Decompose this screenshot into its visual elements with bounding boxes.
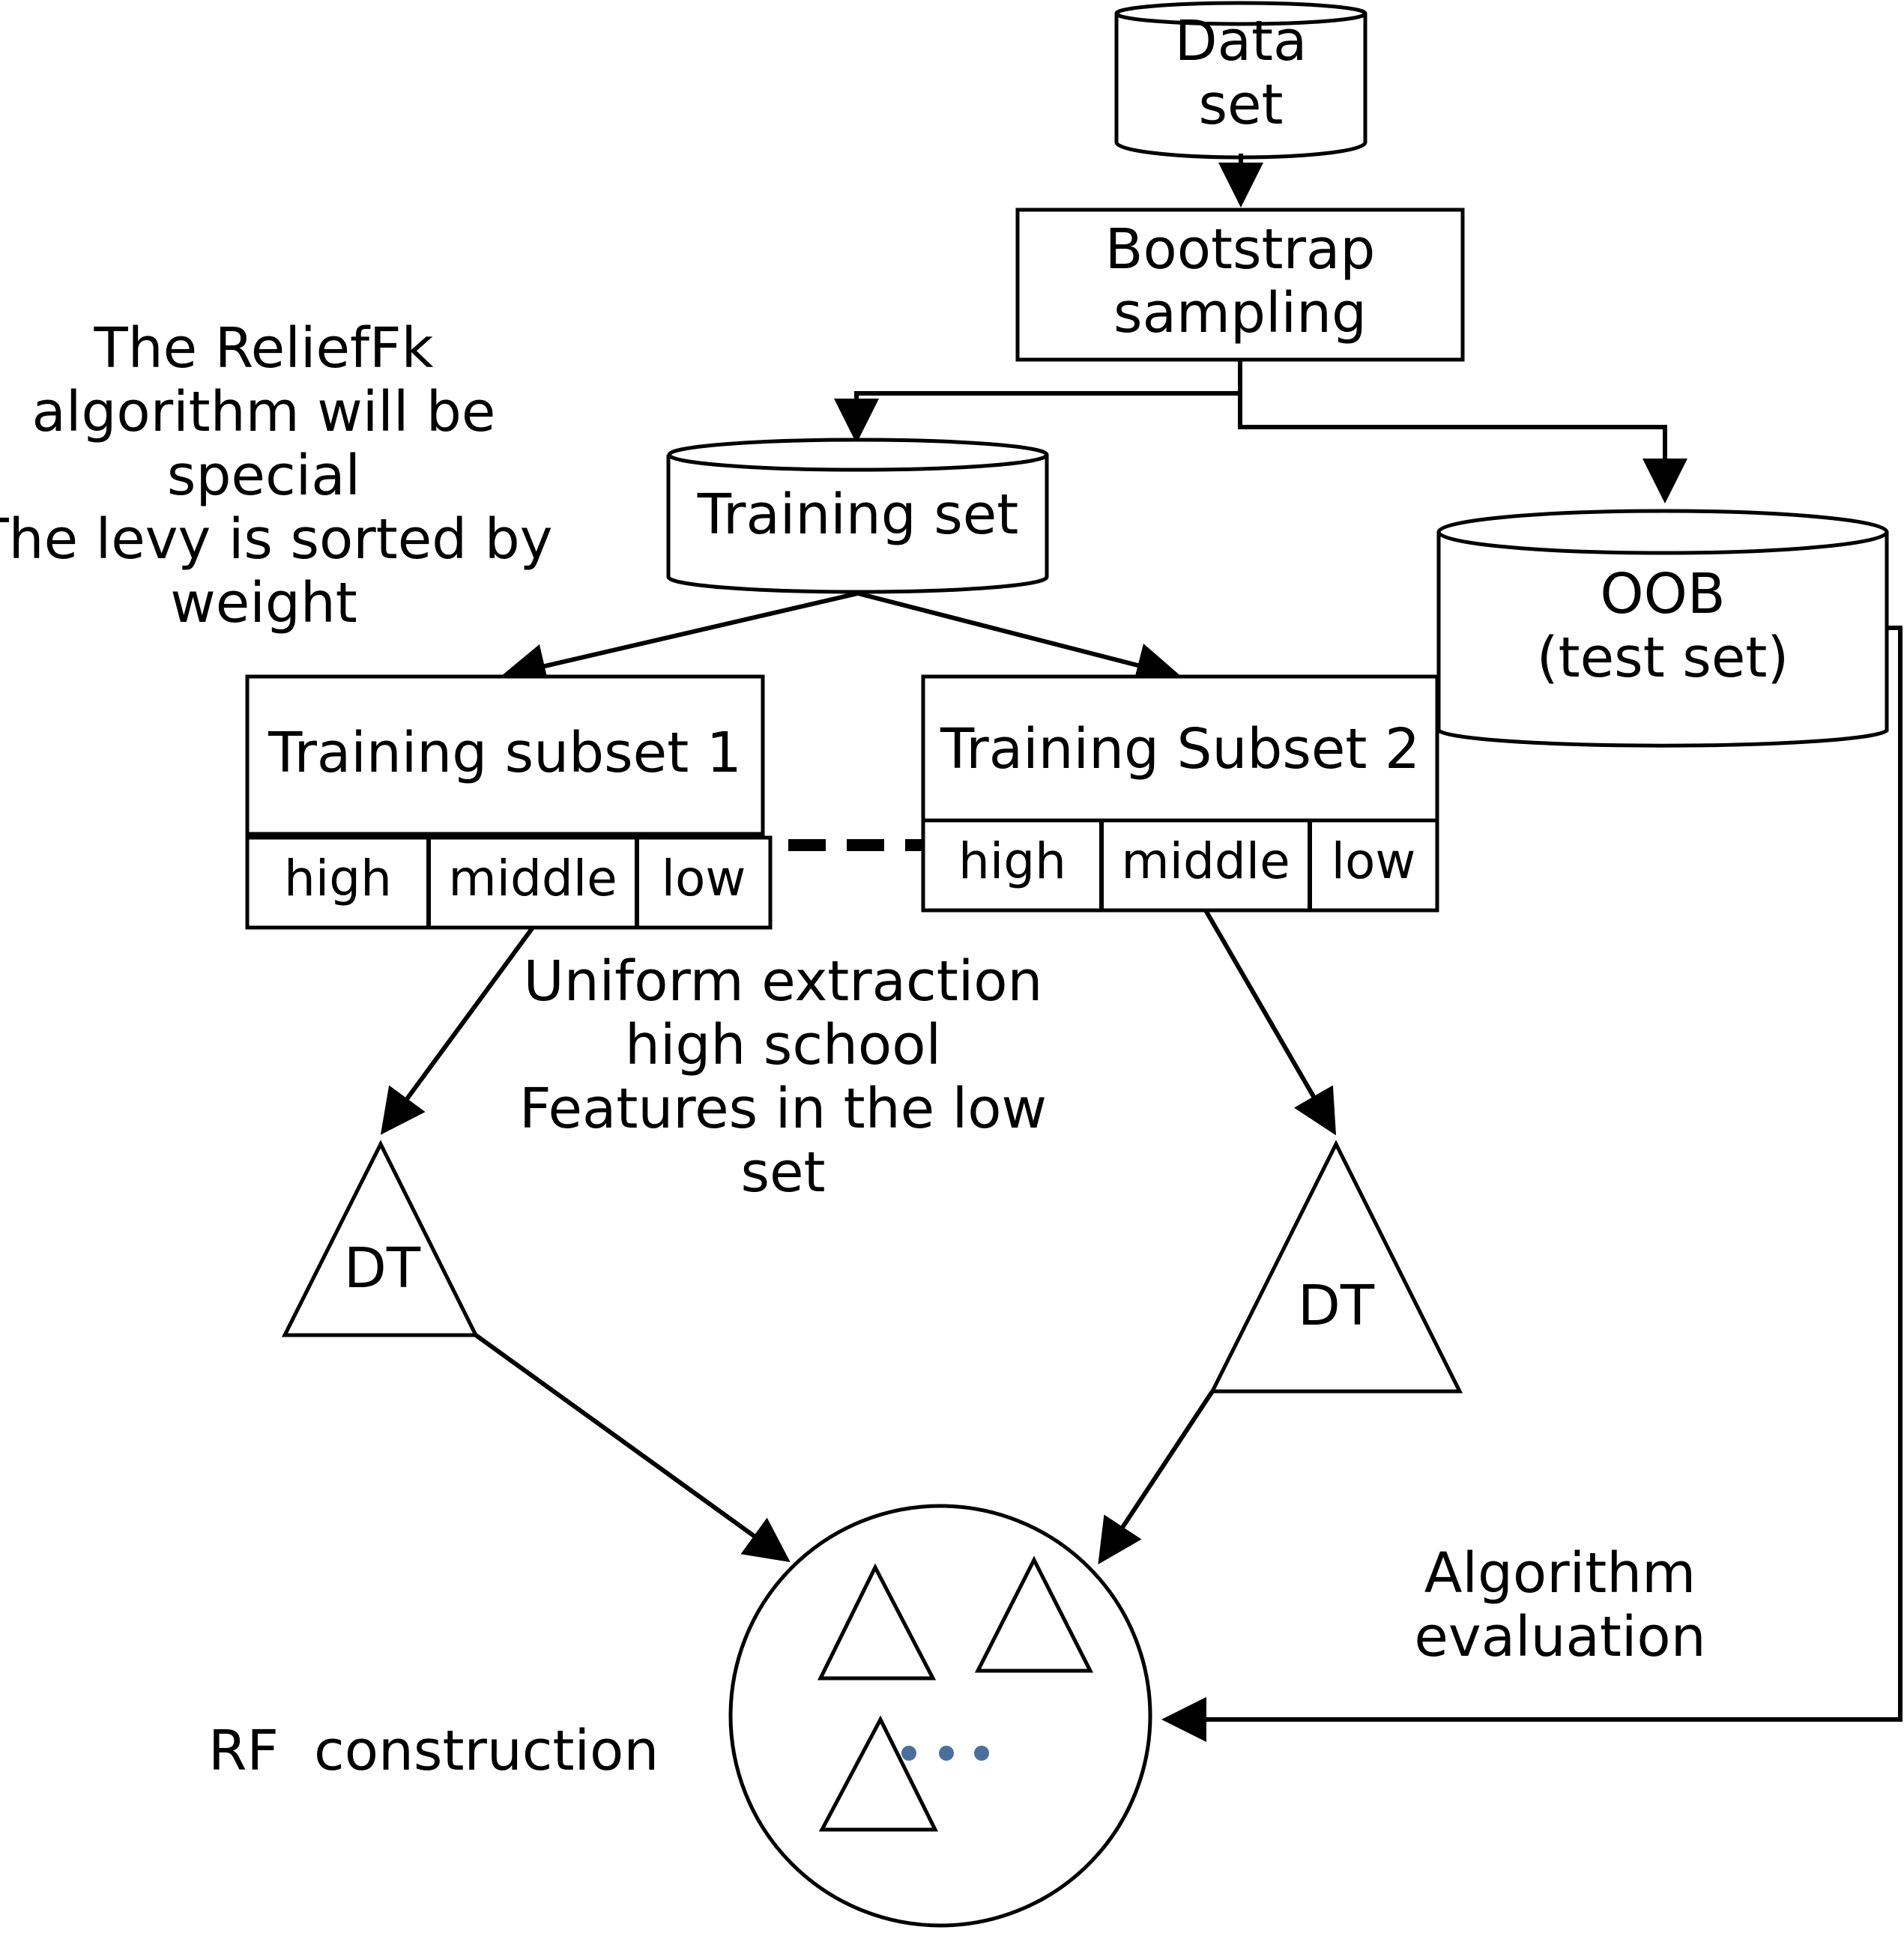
subset1-title: Training subset 1 [268, 721, 742, 785]
dt-left-label: DT [344, 1236, 421, 1301]
rf-dot-1 [901, 1746, 916, 1761]
subset1-low: low [662, 850, 746, 907]
subset2-middle: middle [1121, 832, 1290, 890]
subset2-title: Training Subset 2 [940, 717, 1420, 781]
subset1-middle: middle [448, 850, 617, 907]
algorithm-evaluation-line1: Algorithm [1424, 1541, 1696, 1606]
dt-left-triangle: DT [281, 1140, 480, 1337]
rf-dot-2 [939, 1746, 954, 1761]
relieff-note-line3: special [167, 444, 360, 508]
bootstrap-label-line1: Bootstrap [1105, 217, 1376, 282]
uniform-note-line3: Features in the low [519, 1077, 1047, 1141]
relieff-note-line2: algorithm will be [32, 380, 496, 444]
relieff-note-line5: weight [170, 571, 357, 635]
relieff-note-line4: The levy is sorted by [0, 507, 553, 572]
subset2-low: low [1332, 832, 1416, 890]
arrow-subset1-to-dt [380, 926, 535, 1135]
arrow-dt-left-to-rf [474, 1333, 791, 1563]
training-set-cylinder: Training set [666, 438, 1049, 594]
dataset-cylinder: Data set [1114, 1, 1367, 160]
rf-tree-1 [817, 1563, 937, 1681]
uniform-note-line1: Uniform extraction [524, 949, 1043, 1014]
rf-construction-label: RF construction [208, 1719, 659, 1783]
bootstrap-label-line2: sampling [1113, 281, 1367, 345]
training-subset-2: Training Subset 2 high middle low [921, 674, 1439, 913]
training-subset-1: Training subset 1 high middle low [245, 674, 773, 930]
oob-label-line2: (test set) [1537, 626, 1789, 690]
rf-tree-2 [974, 1555, 1094, 1673]
algorithm-evaluation-line2: evaluation [1414, 1605, 1705, 1669]
arrow-bootstrap-to-training-set [834, 360, 1242, 444]
oob-cylinder: OOB (test set) [1436, 509, 1889, 748]
relieff-note: The ReliefFk algorithm will be special T… [0, 316, 553, 635]
arrow-training-set-to-subset1 [501, 591, 859, 689]
dt-right-label: DT [1298, 1274, 1375, 1338]
arrow-dt-right-to-rf [1098, 1390, 1215, 1565]
dataset-label-line1: Data [1175, 9, 1308, 73]
uniform-extraction-note: Uniform extraction high school Features … [519, 949, 1047, 1205]
bootstrap-box: Bootstrap sampling [1015, 208, 1465, 362]
arrow-bootstrap-to-oob [1238, 393, 1687, 503]
dataset-label-line2: set [1198, 73, 1283, 137]
rf-circle [728, 1504, 1152, 1928]
oob-label-line1: OOB [1600, 562, 1725, 626]
arrow-training-set-to-subset2 [857, 591, 1182, 688]
subset2-high: high [958, 832, 1066, 890]
rf-tree-3 [818, 1715, 939, 1832]
training-set-label: Training set [697, 483, 1019, 547]
subset1-high: high [284, 850, 392, 907]
dt-right-triangle: DT [1209, 1140, 1463, 1394]
rf-dot-3 [974, 1746, 989, 1761]
uniform-note-line2: high school [625, 1013, 941, 1077]
arrow-subset2-to-dt [1203, 909, 1337, 1136]
arrow-oob-to-rf [1161, 626, 1903, 1742]
uniform-note-line4: set [740, 1140, 825, 1205]
relieff-note-line1: The ReliefFk [94, 316, 434, 381]
